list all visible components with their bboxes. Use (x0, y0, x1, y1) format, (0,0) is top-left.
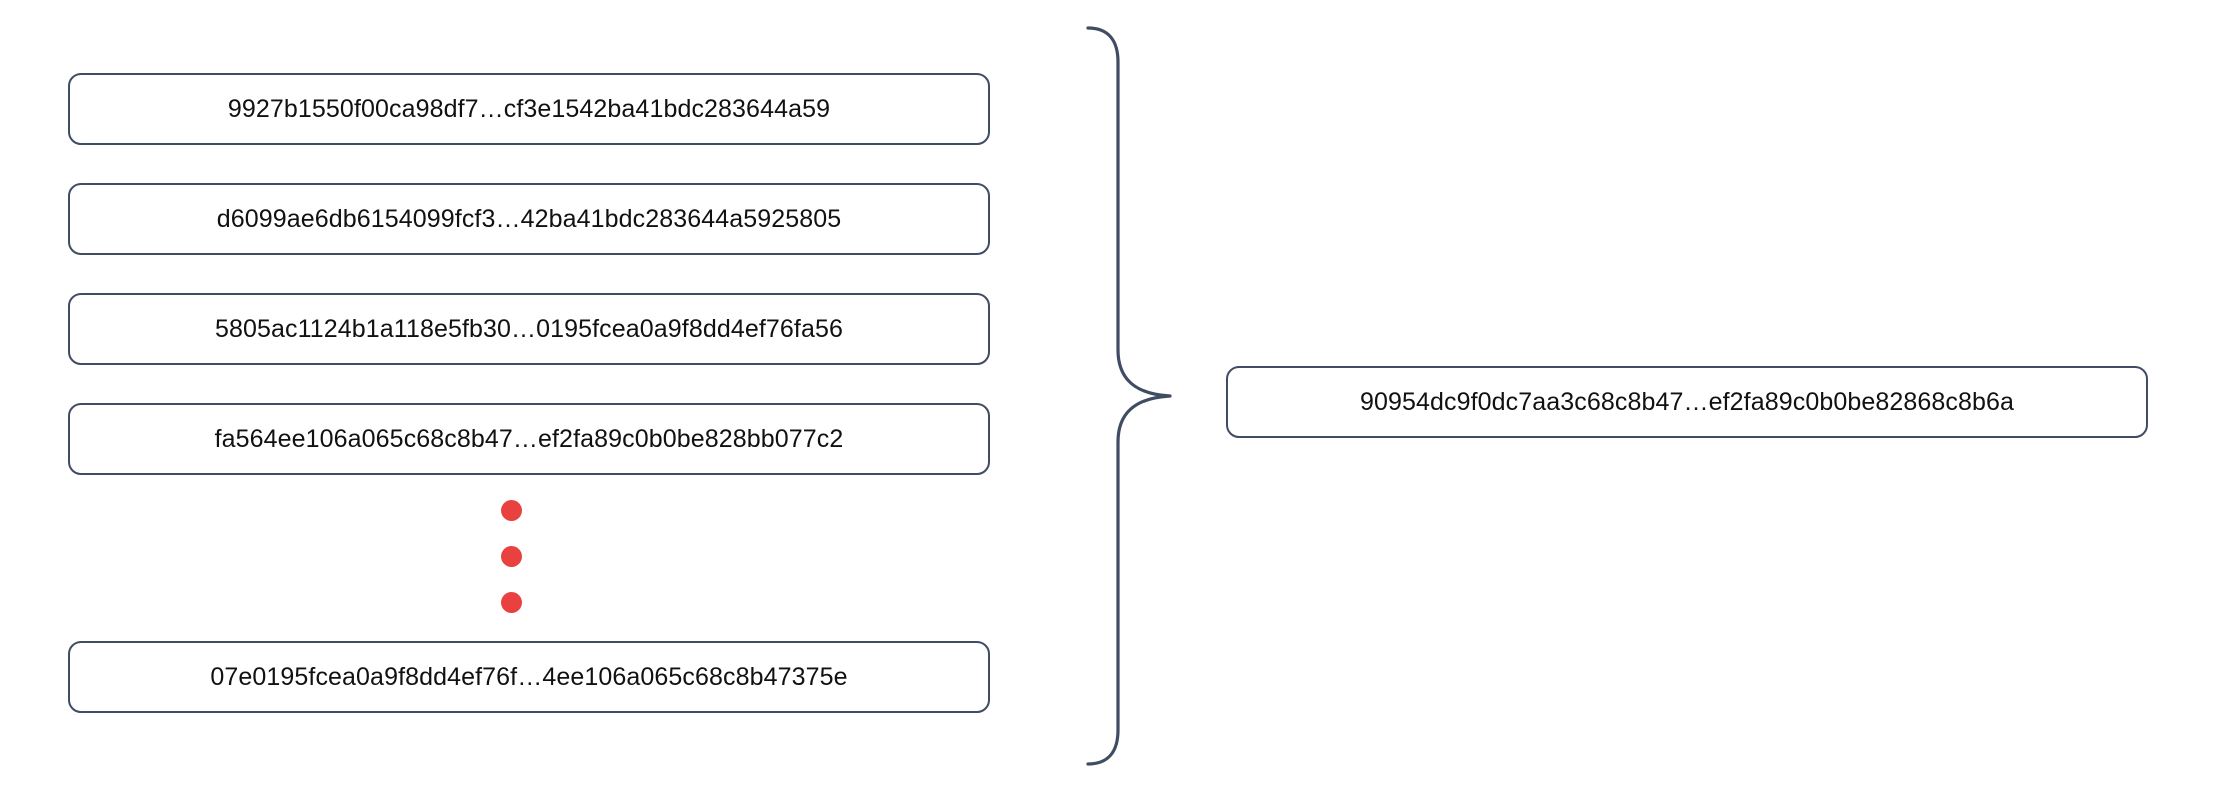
ellipsis-dot-3 (501, 592, 522, 613)
input-hash-label-1: 9927b1550f00ca98df7…cf3e1542ba41bdc28364… (227, 94, 831, 123)
input-hash-label-2: d6099ae6db6154099fcf3…42ba41bdc283644a59… (216, 204, 842, 233)
input-hash-box-2[interactable]: d6099ae6db6154099fcf3…42ba41bdc283644a59… (68, 183, 990, 255)
ellipsis-dot-1 (501, 500, 522, 521)
input-hash-label-3: 5805ac1124b1a118e5fb30…0195fcea0a9f8dd4e… (215, 314, 843, 343)
input-hash-box-1[interactable]: 9927b1550f00ca98df7…cf3e1542ba41bdc28364… (68, 73, 990, 145)
output-hash-box[interactable]: 90954dc9f0dc7aa3c68c8b47…ef2fa89c0b0be82… (1226, 366, 2148, 438)
input-hash-box-3[interactable]: 5805ac1124b1a118e5fb30…0195fcea0a9f8dd4e… (68, 293, 990, 365)
input-hash-label-5: 07e0195fcea0a9f8dd4ef76f…4ee106a065c68c8… (210, 662, 848, 691)
curly-brace-connector (1030, 0, 1210, 792)
vertical-ellipsis-icon (501, 500, 525, 620)
ellipsis-dot-2 (501, 546, 522, 567)
input-hash-box-5[interactable]: 07e0195fcea0a9f8dd4ef76f…4ee106a065c68c8… (68, 641, 990, 713)
curly-brace-icon (1086, 26, 1172, 766)
input-hash-box-4[interactable]: fa564ee106a065c68c8b47…ef2fa89c0b0be828b… (68, 403, 990, 475)
input-hash-label-4: fa564ee106a065c68c8b47…ef2fa89c0b0be828b… (214, 424, 844, 453)
output-hash-label: 90954dc9f0dc7aa3c68c8b47…ef2fa89c0b0be82… (1360, 387, 2014, 416)
